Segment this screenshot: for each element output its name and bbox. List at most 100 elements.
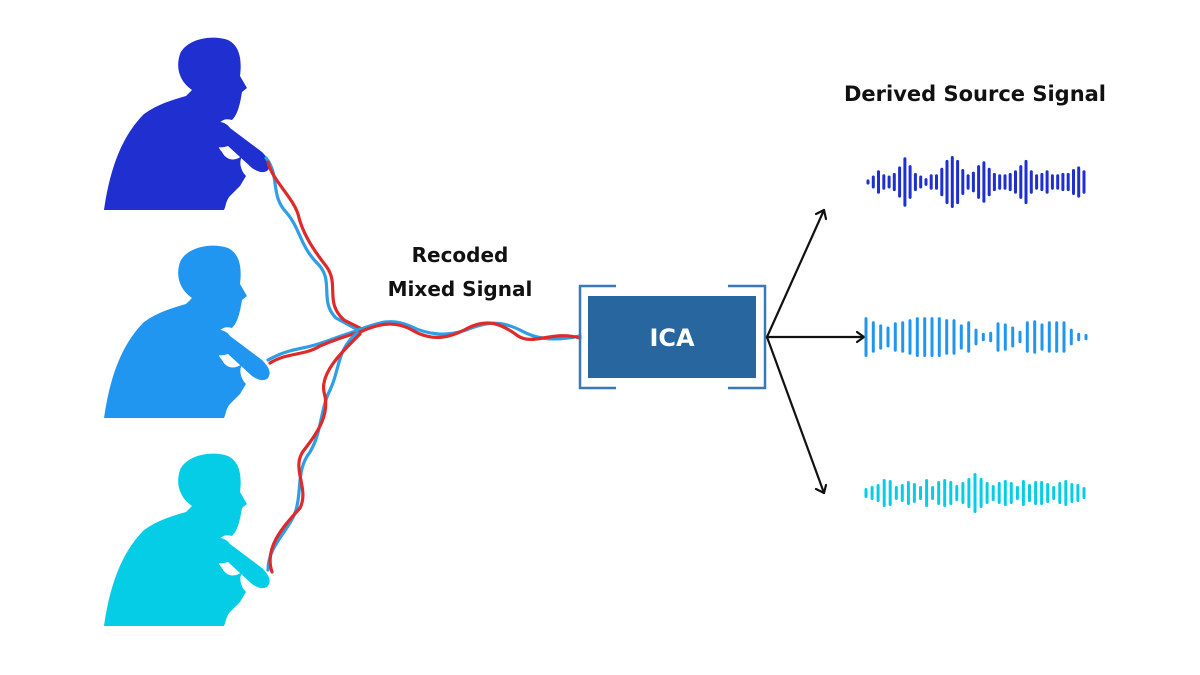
derived-signal-3 <box>864 473 1086 513</box>
arrow-to-signal-3 <box>765 335 828 495</box>
waveform-bar <box>906 481 910 505</box>
wire-red-speaker-2 <box>268 330 362 365</box>
derived-source-signal-title: Derived Source Signal <box>843 82 1107 106</box>
waveform-bar <box>930 317 934 357</box>
waveform-bar <box>996 322 1000 352</box>
waveform-bar <box>871 175 875 189</box>
arrow-to-signal-1 <box>765 208 828 339</box>
derived-signal-2 <box>864 317 1088 357</box>
waveform-bar <box>1076 484 1080 502</box>
waveform-bar <box>961 482 965 504</box>
waveform-bar <box>908 319 912 355</box>
waveform-bar <box>952 319 956 355</box>
waveform-bar <box>887 175 891 189</box>
wire-red-speaker-1 <box>266 160 362 330</box>
waveform-bar <box>1003 174 1007 190</box>
waveform-bar <box>882 174 886 190</box>
waveform-bar <box>871 321 875 353</box>
waveform-bar <box>877 170 880 194</box>
waveform-bar <box>966 174 970 190</box>
waveform-bar <box>882 479 886 507</box>
waveform-bar <box>1009 482 1013 504</box>
output-arrows <box>765 208 866 495</box>
waveform-bar <box>1014 170 1017 194</box>
waveform-bar <box>919 175 923 189</box>
waveform-bar <box>1028 484 1031 502</box>
waveform-bar <box>1064 480 1068 506</box>
waveform-bar <box>967 478 971 508</box>
waveform-bar <box>1072 169 1075 195</box>
waveform-bar <box>931 486 935 500</box>
waveform-bar <box>901 321 905 353</box>
waveform-bar <box>967 321 971 353</box>
waveform-bar <box>893 322 897 352</box>
waveform-bar <box>945 319 949 355</box>
waveform-bar <box>1084 333 1088 341</box>
waveform-bar <box>945 159 949 205</box>
waveform-bar <box>1052 486 1056 500</box>
waveform-bar <box>864 317 868 357</box>
waveform-bar <box>1056 174 1060 190</box>
waveform-bar <box>961 169 965 195</box>
waveform-bar <box>985 482 989 504</box>
wire-blue-speaker-2 <box>266 328 362 362</box>
waveform-bar <box>992 172 996 192</box>
waveform-bar <box>1082 170 1086 194</box>
waveform-bar <box>998 174 1002 190</box>
waveform-bar <box>879 324 883 350</box>
mixed-label-line-1: Recoded <box>411 243 509 267</box>
waveform-bar <box>866 179 870 185</box>
waveform-bar <box>935 174 938 190</box>
waveform-bar <box>959 324 963 350</box>
waveform-bar <box>981 332 985 342</box>
waveform-bar <box>1050 174 1054 190</box>
waveform-bar <box>915 317 919 357</box>
waveform-bar <box>982 161 986 203</box>
speaker-2 <box>104 245 270 418</box>
waveform-bar <box>925 479 929 507</box>
waveform-bar <box>898 166 902 198</box>
ica-block <box>578 284 767 390</box>
mixed-label-line-2: Mixed Signal <box>387 277 533 301</box>
waveform-bar <box>912 483 916 503</box>
waveform-bar <box>937 481 941 505</box>
waveform-bar <box>950 156 954 208</box>
waveform-bar <box>973 473 977 513</box>
waveform-bar <box>1066 172 1070 192</box>
waveform-bar <box>1034 481 1038 505</box>
waveform-bar <box>870 486 874 500</box>
waveform-bar <box>1024 159 1028 205</box>
waveform-bar <box>1070 483 1074 503</box>
waveform-bar <box>1003 480 1007 506</box>
waveform-bar <box>864 488 868 498</box>
waveform-bar <box>1046 483 1050 503</box>
wire-blue-speaker-3 <box>266 330 360 572</box>
waveform-bar <box>1061 172 1065 192</box>
waveform-bar <box>908 165 912 199</box>
waveform-bar <box>1047 321 1051 353</box>
waveform-bar <box>997 482 1001 504</box>
waveform-bar <box>977 165 981 199</box>
singer-silhouette-icon <box>104 453 270 626</box>
waveform-bar <box>894 486 898 500</box>
recoded-mixed-signal-label: Recoded Mixed Signal <box>360 238 560 306</box>
waveform-bar <box>1082 487 1086 499</box>
waveform-bar <box>1040 323 1044 351</box>
singer-silhouette-icon <box>104 37 270 211</box>
waveform-bar <box>1045 170 1049 194</box>
waveform-bar <box>1003 323 1007 351</box>
waveform-bar <box>1040 481 1044 505</box>
waveform-bar <box>1015 486 1019 500</box>
waveform-bar <box>876 484 880 502</box>
singer-silhouette-icon <box>104 245 270 418</box>
ica-frame-left <box>578 284 616 390</box>
waveform-bar <box>1077 166 1081 198</box>
waveform-bar <box>991 485 995 501</box>
waveform-bar <box>1033 320 1037 354</box>
waveform-bar <box>1069 328 1073 346</box>
waveform-bar <box>1008 172 1012 192</box>
waveform-bar <box>923 317 927 357</box>
waveform-bar <box>971 171 975 193</box>
waveform-bar <box>903 157 907 207</box>
